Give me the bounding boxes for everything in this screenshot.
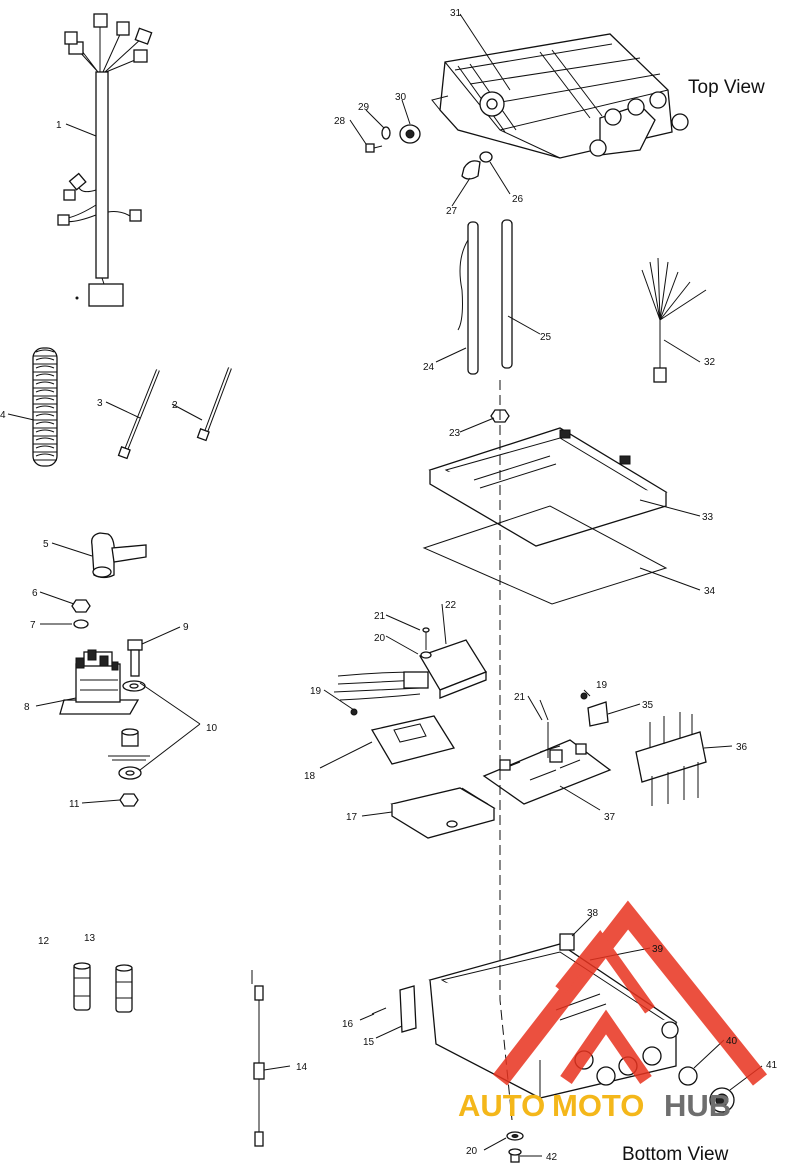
callout-1: 1 <box>56 120 62 131</box>
watermark-text: AUTO MOTO HUB <box>458 1088 731 1123</box>
callout-21-left: 21 <box>374 611 386 622</box>
callout-6: 6 <box>32 588 38 599</box>
callout-7: 7 <box>30 620 36 631</box>
callout-4: 4 <box>0 410 6 421</box>
callout-30: 30 <box>395 92 407 103</box>
part-rods <box>457 219 513 375</box>
callout-20-top: 20 <box>374 633 386 644</box>
callout-26: 26 <box>512 194 524 205</box>
callout-15: 15 <box>363 1037 375 1048</box>
callout-21-right: 21 <box>514 692 526 703</box>
part-small-harness <box>641 257 707 383</box>
callout-32: 32 <box>704 357 716 368</box>
part-relay-36 <box>635 712 707 806</box>
callout-39: 39 <box>652 944 664 955</box>
part-control-module-17 <box>390 787 496 839</box>
callout-28: 28 <box>334 116 346 127</box>
callout-35: 35 <box>642 700 654 711</box>
part-wiring-harness <box>57 13 153 307</box>
callout-42: 42 <box>546 1152 558 1163</box>
top-view-title: Top View <box>688 77 765 98</box>
part-cable-ties <box>117 367 232 460</box>
callout-8: 8 <box>24 702 30 713</box>
callout-36: 36 <box>736 742 748 753</box>
part-bottom-housing <box>371 933 679 1099</box>
watermark-triangle-outer <box>492 900 768 1086</box>
callout-40: 40 <box>726 1036 738 1047</box>
watermark-triangle-inner <box>560 1009 652 1084</box>
callout-5: 5 <box>43 539 49 550</box>
watermark-mountain <box>555 930 655 1014</box>
part-inline-fuse-lead <box>251 970 265 1147</box>
part-solenoid-group <box>59 599 150 807</box>
callout-23: 23 <box>449 428 461 439</box>
part-top-cover <box>431 33 689 159</box>
watermark-text-moto: MOTO <box>552 1088 644 1123</box>
part-ecu-module <box>333 627 487 701</box>
callout-22: 22 <box>445 600 457 611</box>
part-fuses <box>73 962 133 1013</box>
part-cover-frame <box>428 427 668 547</box>
callout-34: 34 <box>704 586 716 597</box>
part-small-hardware-top <box>365 124 493 180</box>
callout-33: 33 <box>702 512 714 523</box>
callout-16: 16 <box>342 1019 354 1030</box>
callout-38: 38 <box>587 908 599 919</box>
watermark-text-auto: AUTO <box>458 1088 545 1123</box>
callout-37: 37 <box>604 812 616 823</box>
part-sleeve-coil <box>32 347 58 467</box>
callout-19-left: 19 <box>310 686 322 697</box>
callout-24: 24 <box>423 362 435 373</box>
bottom-view-title: Bottom View <box>622 1144 729 1165</box>
callout-14: 14 <box>296 1062 308 1073</box>
assembly-axis-line <box>499 380 513 1121</box>
part-gasket <box>422 505 668 605</box>
part-bottom-hardware <box>506 1066 735 1163</box>
callout-25: 25 <box>540 332 552 343</box>
callout-9: 9 <box>183 622 189 633</box>
callout-18: 18 <box>304 771 316 782</box>
watermark-logo <box>492 900 768 1086</box>
callout-17: 17 <box>346 812 358 823</box>
callout-labels: 1 2 3 4 5 6 7 8 9 10 11 12 13 14 15 16 1… <box>0 8 778 1163</box>
part-bracket-18 <box>350 708 456 765</box>
watermark-text-hub: HUB <box>664 1088 731 1123</box>
leader-lines <box>7 13 763 1157</box>
callout-29: 29 <box>358 102 370 113</box>
callout-12: 12 <box>38 936 50 947</box>
callout-41: 41 <box>766 1060 778 1071</box>
callout-2: 2 <box>172 400 178 411</box>
callout-20-bottom: 20 <box>466 1146 478 1157</box>
callout-27: 27 <box>446 206 458 217</box>
callout-19-right: 19 <box>596 680 608 691</box>
part-circuit-board <box>482 722 612 805</box>
callout-11: 11 <box>69 799 80 810</box>
callout-10: 10 <box>206 723 218 734</box>
callout-13: 13 <box>84 933 96 944</box>
part-relay-bracket-35 <box>580 692 609 727</box>
callout-3: 3 <box>97 398 103 409</box>
callout-31: 31 <box>450 8 462 19</box>
part-terminal-boot <box>91 532 147 579</box>
